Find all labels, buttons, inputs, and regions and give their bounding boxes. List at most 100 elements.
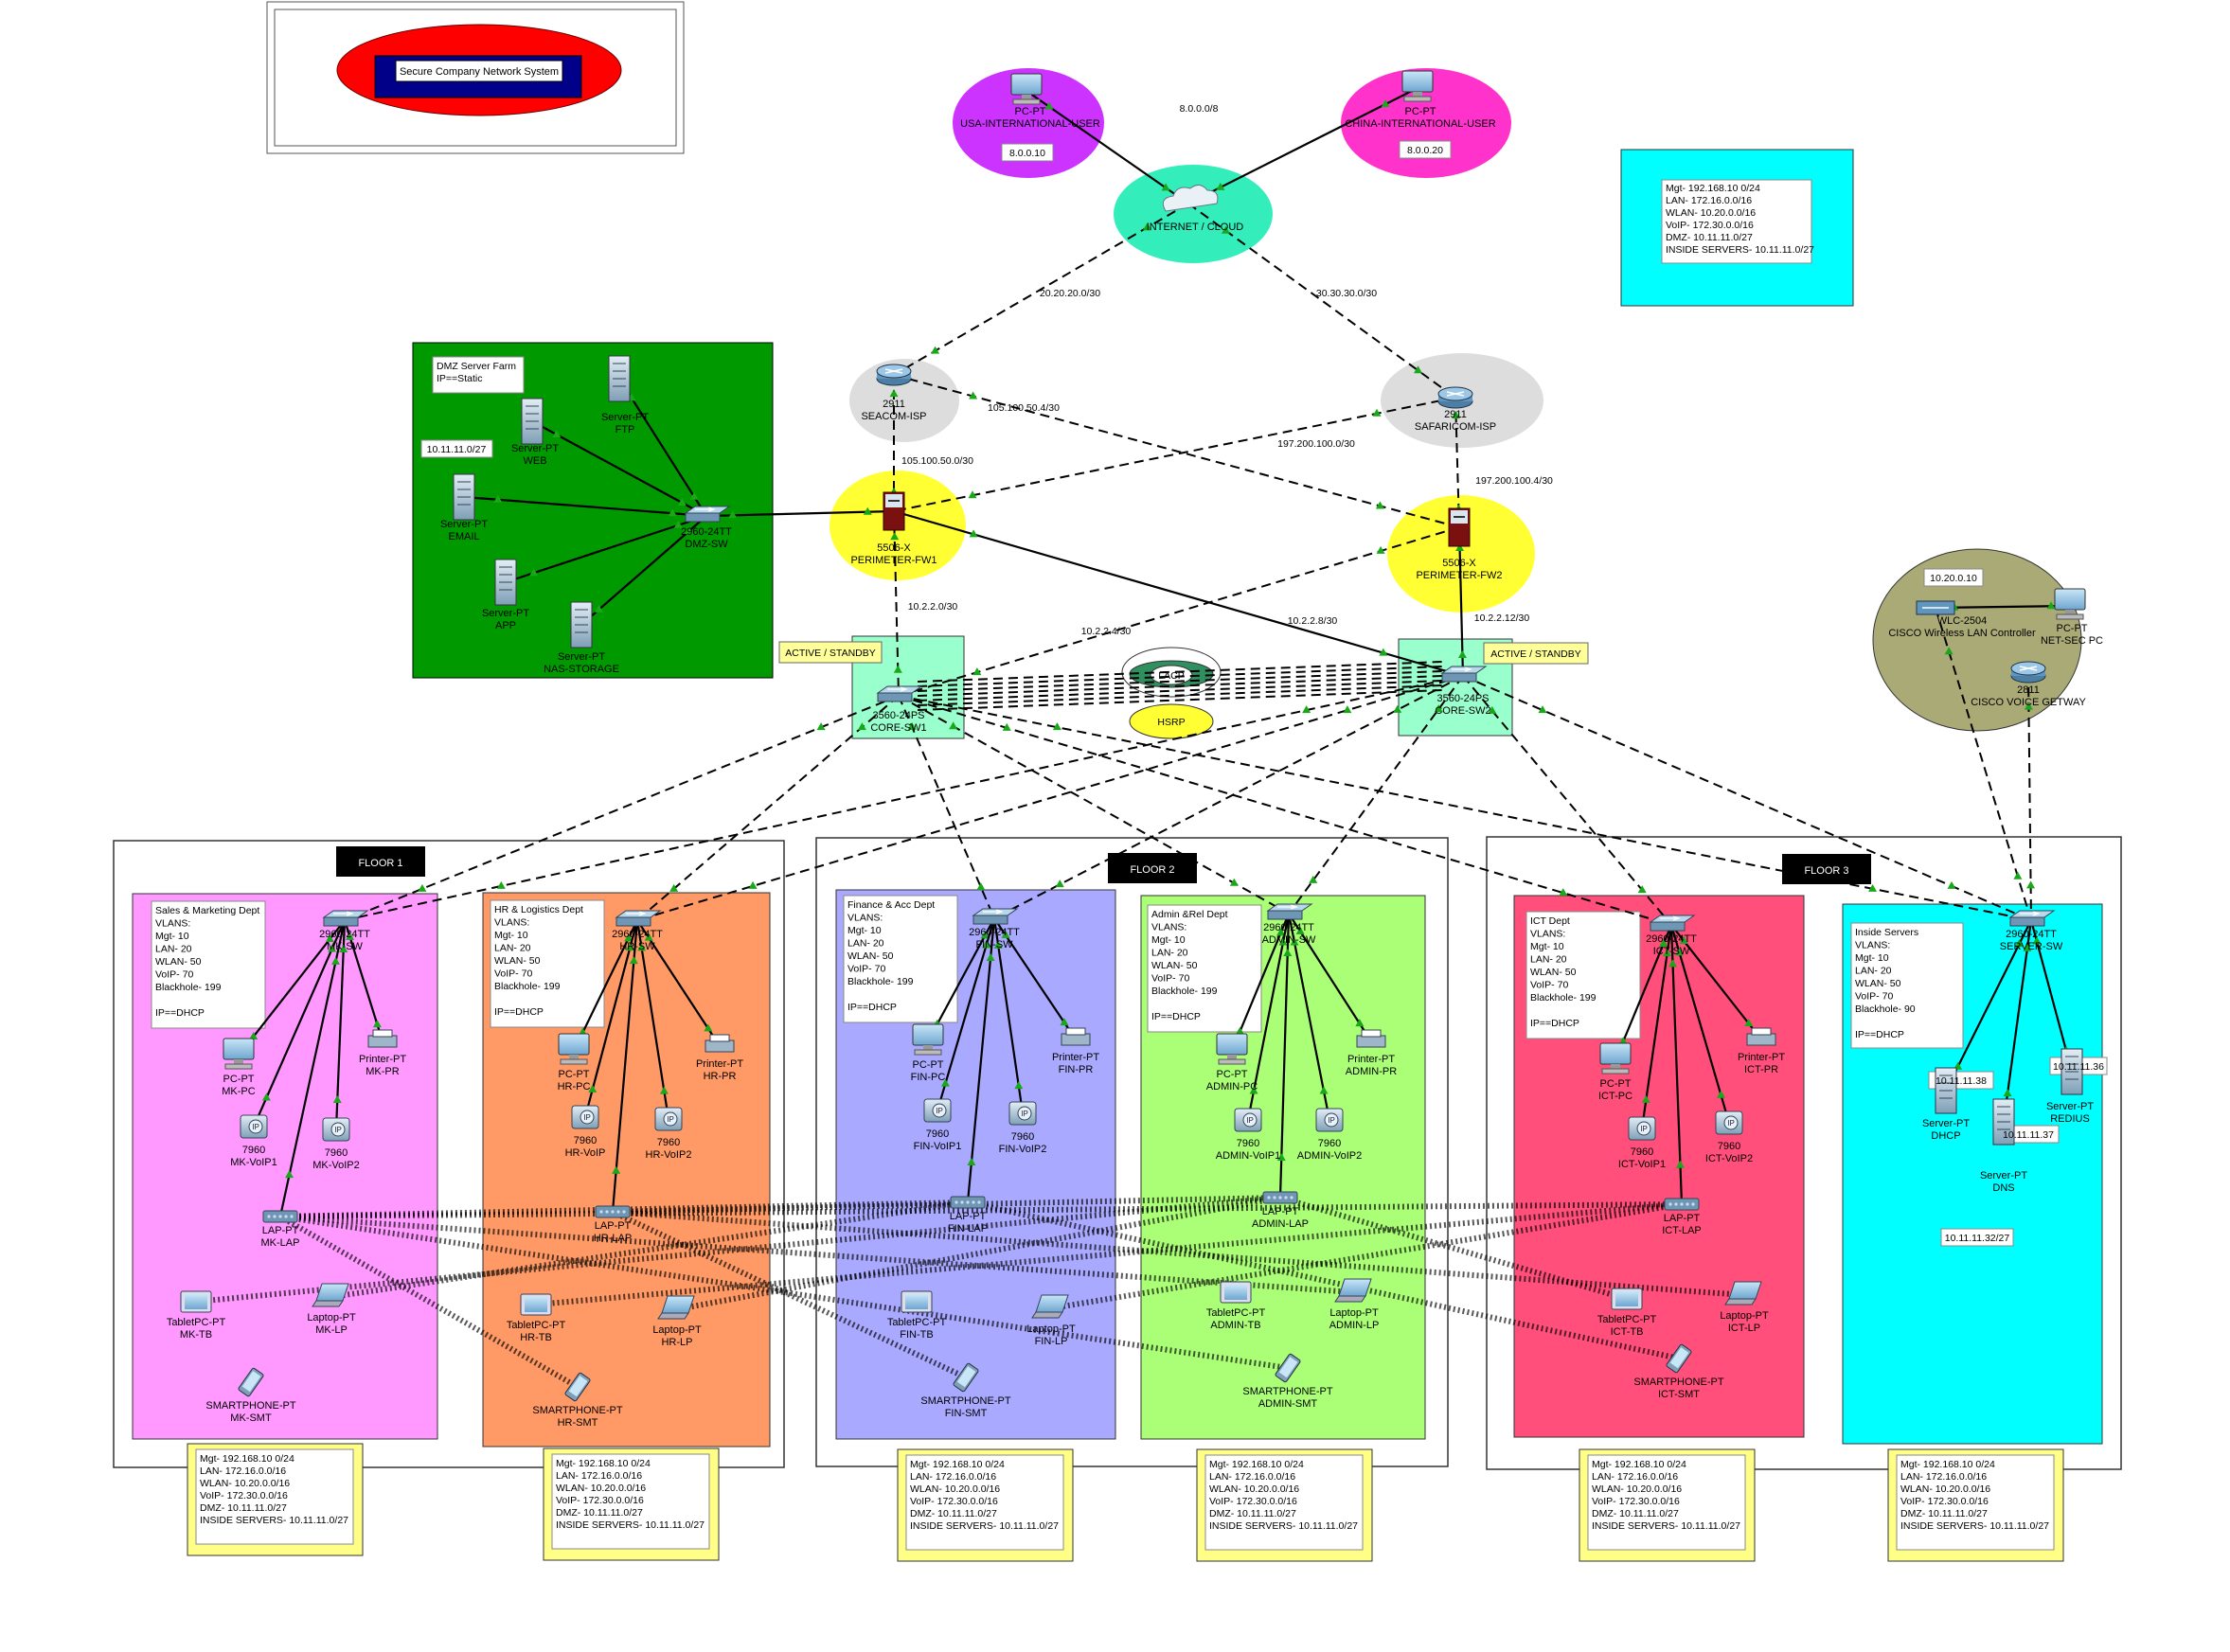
printer-icon [1356,1029,1386,1048]
switch-front [2009,916,2045,927]
phone-badge [1636,1121,1651,1136]
usa-pc-model: PC-PT [1015,106,1046,117]
smartphone-icon [953,1362,979,1393]
switch-arrows [1660,915,1681,921]
trunk-link [898,695,2032,921]
voip2-model-label: 7960 [1718,1141,1740,1152]
access-link [636,919,721,1047]
wlc-ip-box [1923,568,1984,587]
safaricom-model: 2911 [1444,409,1467,420]
printer-body [705,1039,735,1053]
dmz-server-name: WEB [523,455,546,467]
tablet-screen [1615,1291,1638,1306]
link-up-indicator [1675,948,1685,956]
pc-model-label: PC-PT [913,1059,944,1071]
wireless-link [611,1209,968,1380]
vlan-note-box [195,1448,354,1545]
link-up-indicator [328,944,337,952]
dmz-server-model: Server-PT [440,519,488,530]
floor2-frame [815,837,1449,1467]
dept-note-line: LAN- 20 [155,944,192,955]
pc-icon [1216,1033,1248,1065]
voip1-name-label: MK-VoIP1 [230,1157,277,1168]
dmz-server-name: FTP [615,424,635,435]
vlan-note-line: INSIDE SERVERS- 10.11.11.0/27 [1592,1520,1740,1532]
vlan-note-line: VoIP- 172.30.0.0/16 [1209,1496,1297,1507]
stand-shape [923,1045,933,1050]
server-icon [453,473,475,521]
wireless-link [279,1199,969,1219]
pc-model-label: PC-PT [223,1074,255,1085]
phone-badge [1017,1106,1032,1121]
access-point-icon [950,1196,986,1209]
tablet-icon [180,1290,212,1313]
keyboard-shape [1012,98,1041,105]
link-up-indicator [1002,722,1011,731]
link-up-indicator [669,883,679,892]
laptop-base [1724,1298,1757,1306]
link-up-indicator [261,1092,271,1101]
printer-body [1356,1035,1386,1048]
stand-shape [569,1055,579,1059]
link-up-indicator [1641,1094,1650,1103]
dept-note-line: VLANS: [1151,922,1186,933]
printer-body [1061,1033,1091,1046]
printer-paper [1361,1029,1382,1038]
voip1-model-label: 7960 [242,1145,265,1156]
seacom-name: SEACOM-ISP [861,411,926,422]
switch-front [877,692,913,702]
dept-note-line: Mgt- 10 [494,930,528,941]
dmz-note-box [432,356,525,394]
printer-name-label: ICT-PR [1744,1064,1778,1075]
link-up-indicator [1744,1019,1754,1027]
summary-note-line: INSIDE SERVERS- 10.11.11.0/27 [1666,244,1814,256]
pc-model-label: PC-PT [1600,1078,1632,1090]
dmz-server-link [618,378,707,517]
access-link [936,917,996,1111]
link-up-indicator [346,932,355,940]
trunk-link [636,695,900,921]
link-up-indicator [967,1158,976,1165]
vlan-note-line: DMZ- 10.11.11.0/27 [1900,1508,1988,1519]
server-icon [494,559,517,606]
active-standby-box-2 [1483,642,1589,665]
hsrp-label: HSRP [1157,717,1185,728]
link-up-indicator [1668,959,1678,968]
trunk-link [1462,675,1672,926]
inside-note-line: IP==DHCP [1855,1029,1904,1040]
dept-note-box [151,900,266,1029]
monitor-shape [2054,588,2086,611]
trunk-link [893,203,1189,376]
laptop-model-label: Laptop-PT [307,1312,356,1323]
printer-paper [709,1034,730,1042]
printer-name-label: HR-PR [704,1071,737,1082]
router-arrows [2019,666,2038,671]
link-up-indicator [1052,722,1061,731]
switch-arrows [887,686,908,692]
monitor-shape [1401,70,1434,93]
link-up-indicator [816,722,826,731]
china-ip-box [1399,140,1452,159]
switch-name-label: ADMIN-SW [1262,934,1316,946]
keyboard-shape [1218,1058,1246,1065]
laptop-name-label: MK-LP [315,1324,348,1336]
dmz-server-link [580,515,707,626]
switch-icon [1440,666,1488,683]
link-up-indicator [1414,365,1423,374]
dept-note-line: Admin &Rel Dept [1151,909,1228,920]
link-up-indicator [339,944,348,952]
pc-model-label: PC-PT [1217,1069,1248,1080]
laptop-screen [1035,1294,1069,1313]
dept-note-line: Mgt- 10 [1151,934,1186,946]
laptop-name-label: ADMIN-LP [1329,1320,1380,1331]
trunk-link [898,695,1672,926]
switch-arrows [695,506,716,512]
access-point-icon [1262,1191,1298,1204]
link-up-indicator [1142,222,1151,231]
pc-icon [2054,588,2086,620]
ap-led [616,1210,620,1214]
dmz-subnet-label: 10.11.11.0/27 [427,444,487,455]
printer-icon [1746,1027,1776,1046]
dmz-sw-name: DMZ-SW [685,539,728,550]
monitor-shape [1216,1033,1248,1056]
